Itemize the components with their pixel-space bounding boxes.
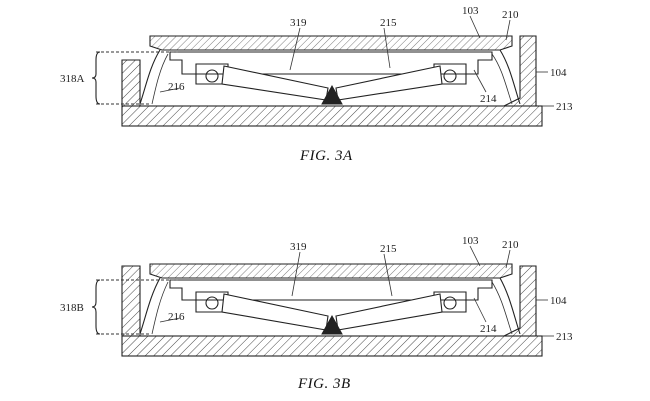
inner-frame (169, 279, 493, 301)
right-housing (503, 265, 537, 337)
leader-103 (469, 15, 481, 39)
label-stop: 214 (480, 93, 497, 105)
label-enclosure: 210 (502, 239, 519, 251)
leader-210 (505, 19, 511, 41)
travel-bracket (96, 51, 178, 105)
left-pivot (205, 69, 219, 83)
leader-214 (473, 69, 487, 93)
leader-103 (469, 245, 481, 267)
label-enclosure: 210 (502, 9, 519, 21)
membrane (139, 277, 521, 335)
center-hinge (321, 314, 343, 335)
figure-caption: FIG. 3B (297, 376, 351, 392)
label-mechanism: 319 (290, 241, 307, 253)
base-plate (121, 335, 543, 357)
left-housing (121, 59, 141, 107)
right-wing (335, 65, 443, 101)
label-housing: 104 (550, 295, 567, 307)
label-keycap: 103 (462, 235, 479, 247)
leader-210 (505, 249, 511, 269)
leader-216 (159, 317, 181, 323)
right-wing (335, 293, 443, 331)
label-stop: 214 (480, 323, 497, 335)
label-keycap: 103 (462, 5, 479, 17)
leader-214 (473, 297, 487, 323)
left-wing (221, 65, 329, 101)
membrane-inner (151, 53, 513, 105)
label-housing: 104 (550, 67, 567, 79)
bracket-brace (91, 279, 101, 335)
label-membrane: 216 (168, 311, 185, 323)
label-membrane: 216 (168, 81, 185, 93)
left-pivot (205, 296, 219, 310)
leader-216 (159, 87, 181, 93)
label-base: 213 (556, 101, 573, 113)
leader-215 (383, 253, 393, 297)
right-pivot (443, 69, 457, 83)
base-plate (121, 105, 543, 127)
key-assembly-3a (91, 15, 554, 127)
center-hinge (321, 84, 343, 105)
label-bracket: 318B (60, 302, 84, 314)
keycap (149, 35, 513, 51)
label-hinge: 215 (380, 243, 397, 255)
right-pivot (443, 296, 457, 310)
bracket-brace (91, 51, 101, 105)
left-housing (121, 265, 141, 337)
label-bracket: 318A (60, 73, 85, 85)
left-wing (221, 293, 329, 331)
key-assembly-3b (91, 245, 554, 357)
membrane-inner (151, 281, 513, 335)
travel-bracket (96, 279, 178, 335)
leader-319 (291, 251, 301, 297)
leader-319 (289, 27, 301, 71)
label-hinge: 215 (380, 17, 397, 29)
leader-215 (383, 27, 391, 69)
figure-3a: 318A 319 215 103 210 104 214 213 216 FIG… (60, 5, 573, 164)
membrane (139, 49, 521, 105)
figure-caption: FIG. 3A (299, 148, 353, 164)
inner-frame (169, 51, 493, 75)
right-housing (503, 35, 537, 107)
keycap (149, 263, 513, 279)
label-base: 213 (556, 331, 573, 343)
label-mechanism: 319 (290, 17, 307, 29)
figure-3b: 318B 319 215 103 210 104 214 213 216 FIG… (60, 235, 573, 392)
